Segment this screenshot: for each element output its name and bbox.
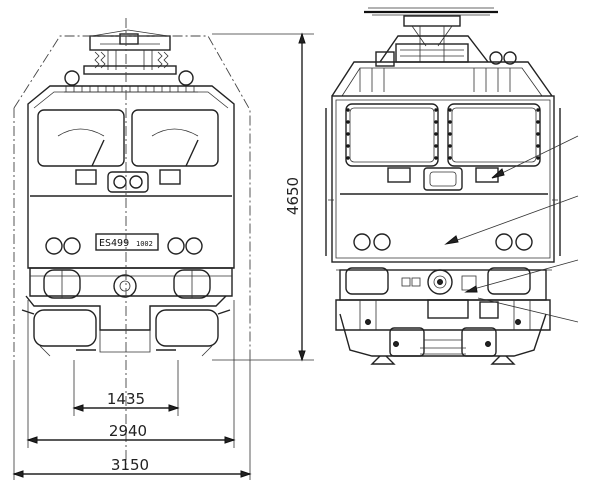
front-elevation: ES499 1002 4650 — [12, 18, 314, 480]
windshield-right — [131, 109, 219, 167]
headlights-front — [45, 237, 203, 255]
gauge-dimension: 1435 — [72, 360, 180, 416]
window-right — [447, 103, 541, 167]
window-left — [345, 103, 439, 167]
body-width-dimension: 2940 — [26, 300, 236, 448]
body-width-label: 2940 — [109, 422, 147, 440]
overall-width-dimension: 3150 — [12, 360, 252, 480]
height-label: 4650 — [284, 177, 302, 215]
rear-elevation — [325, 7, 579, 365]
height-dimension: 4650 — [212, 32, 314, 362]
pantograph-rear — [364, 7, 517, 67]
gauge-label: 1435 — [107, 390, 145, 408]
windshield-left — [37, 109, 125, 167]
plate-suffix: 1002 — [136, 240, 153, 248]
number-plate: ES499 1002 — [95, 233, 159, 251]
plate-number: ES499 — [99, 238, 129, 249]
leader-lines — [444, 135, 579, 323]
pantograph-front — [64, 29, 194, 86]
overall-width-label: 3150 — [111, 456, 149, 474]
